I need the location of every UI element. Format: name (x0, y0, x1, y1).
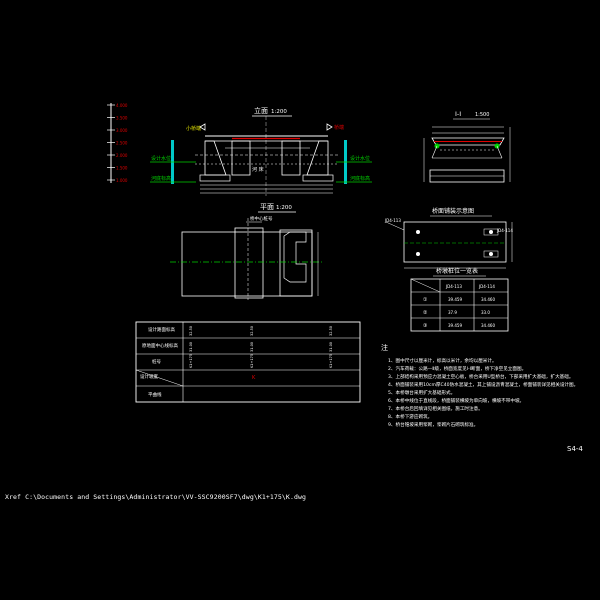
bearing-col-1: JD4-113 (445, 284, 462, 289)
note-1: 1、图中尺寸以厘米计，标高以米计，余均以厘米计。 (388, 357, 497, 364)
elevation-title: 立面 (254, 106, 268, 115)
info-row-label: 设计路面标高 (148, 326, 175, 333)
info-row-label: 平曲线 (148, 391, 162, 398)
bearing-layout: 桥面铺装示意图 JD4-113 JD4-114 (384, 207, 513, 269)
info-col-value: 32.50 (329, 326, 333, 336)
notes-title: 注 (381, 343, 388, 352)
bearing-row-id: ② (423, 310, 428, 316)
xref-path: Xref C:\Documents and Settings\Administr… (5, 493, 306, 501)
bearing-row-id: ③ (423, 323, 427, 329)
notes-block: 注 1、图中尺寸以厘米计，标高以米计，余均以厘米计。 2、汽车荷载：公路—Ⅱ级，… (381, 343, 578, 428)
elev-level-label: 3.000 (116, 128, 128, 133)
bearing-col-2: JD4-114 (478, 284, 495, 289)
direction-left-arrow (199, 123, 206, 131)
info-row-label: 设计坡度 (140, 373, 158, 380)
elevation-view: 立面 1:200 小桥端 桥端 河 床 设计水位 河底标高 (150, 106, 372, 196)
note-9: 9、桥台锥坡采用浆砌，浆砌片石砌筑标准。 (388, 421, 478, 428)
bearing-table: 桥墩桩位一览表 JD4-113 JD4-114 ① 39.459 34.460 … (410, 267, 509, 332)
section-view: Ⅰ-Ⅰ 1:500 (423, 110, 511, 183)
note-3: 3、上部结构采用预应力混凝土空心板，桥台采用U型桥台，下部采用扩大基础，扩大基础… (388, 373, 573, 380)
info-col-value: 31.00 (250, 342, 254, 352)
pier-right (281, 140, 301, 176)
plan-scale: 1:200 (276, 205, 292, 211)
elevation-scale: 1:200 (271, 109, 287, 115)
right-mark-2: 河底标高 (350, 175, 370, 182)
elev-level-label: 2.500 (116, 140, 128, 145)
bearing-row-a: 37.9 (448, 310, 457, 315)
stream-bed-label: 河 床 (252, 166, 264, 173)
left-abutment (204, 140, 227, 176)
info-col-value: 31.00 (329, 342, 333, 352)
bearing-ref-label-2: JD4-114 (496, 228, 513, 233)
bearing-row-a: 39.459 (448, 297, 462, 302)
elev-level-label: 1.500 (116, 165, 128, 170)
note-5: 5、本桥墩台采用扩大基础形式。 (388, 389, 455, 396)
note-7: 7、本桥台后回填详见相关图纸，施工时注意。 (388, 405, 483, 412)
info-col-value: K1+175 (250, 354, 254, 368)
info-table: 设计路面标高 原地面中心线标高 桩号 设计坡度 平曲线 32.50 31.00 … (135, 321, 361, 403)
note-4: 4、桥面铺装采用10cm厚C40防水混凝土，其上铺设沥青混凝土，桥面铺装详见相关… (388, 381, 578, 388)
info-row-label: 桩号 (152, 358, 161, 365)
info-col-value: 31.00 (189, 342, 193, 352)
bearing-row-b: 33.0 (481, 310, 490, 315)
right-abutment (306, 140, 329, 176)
direction-right-label: 桥端 (334, 124, 344, 131)
note-2: 2、汽车荷载：公路—Ⅱ级，桥面宽度见Ⅰ-Ⅰ断面，桥下净空见立面图。 (388, 365, 526, 372)
section-scale: 1:500 (475, 112, 489, 118)
plan-station-label: 桥中心桩号 (250, 215, 273, 222)
direction-right-arrow (326, 123, 333, 131)
bearing-row-id: ① (423, 297, 428, 303)
elev-level-label: 3.500 (116, 115, 128, 120)
elev-level-label: 1.000 (116, 178, 128, 183)
bearing-ref-label: JD4-113 (384, 218, 401, 223)
elev-level-label: 4.000 (116, 103, 128, 108)
right-mark-1: 设计水位 (350, 155, 370, 162)
info-marker: K (252, 375, 256, 381)
info-col-value: 32.50 (250, 326, 254, 336)
note-8: 8、本桥下游应砌筑。 (388, 413, 432, 420)
left-mark-1: 设计水位 (151, 155, 171, 162)
plan-view: 平面 1:200 桥中心桩号 (170, 203, 322, 300)
bearing-layout-title: 桥面铺装示意图 (432, 207, 474, 215)
elevation-scale-bar: 4.000 3.500 3.000 2.500 2.000 1.500 1.000 (107, 103, 128, 183)
info-col-value: 32.50 (189, 326, 193, 336)
left-mark-2: 河底标高 (151, 175, 171, 182)
section-title: Ⅰ-Ⅰ (455, 110, 461, 118)
info-row-label: 原地面中心线标高 (142, 342, 178, 349)
bearing-row-b: 34.460 (481, 297, 495, 302)
plan-title: 平面 (260, 203, 274, 211)
bearing-table-title: 桥墩桩位一览表 (436, 267, 478, 275)
direction-left-label: 小桥端 (186, 125, 201, 132)
info-col-value: K1+175 (189, 354, 193, 368)
bearing-row-a: 39.459 (448, 323, 462, 328)
info-col-value: K1+175 (329, 354, 333, 368)
bearing-row-b: 34.460 (481, 323, 495, 328)
pier-left (231, 140, 251, 176)
sheet-number: S4-4 (567, 445, 583, 453)
elev-level-label: 2.000 (116, 153, 128, 158)
note-6: 6、本桥中线位于直线段，桥面铺装横坡为单向坡，横坡不带中坡。 (388, 397, 524, 404)
